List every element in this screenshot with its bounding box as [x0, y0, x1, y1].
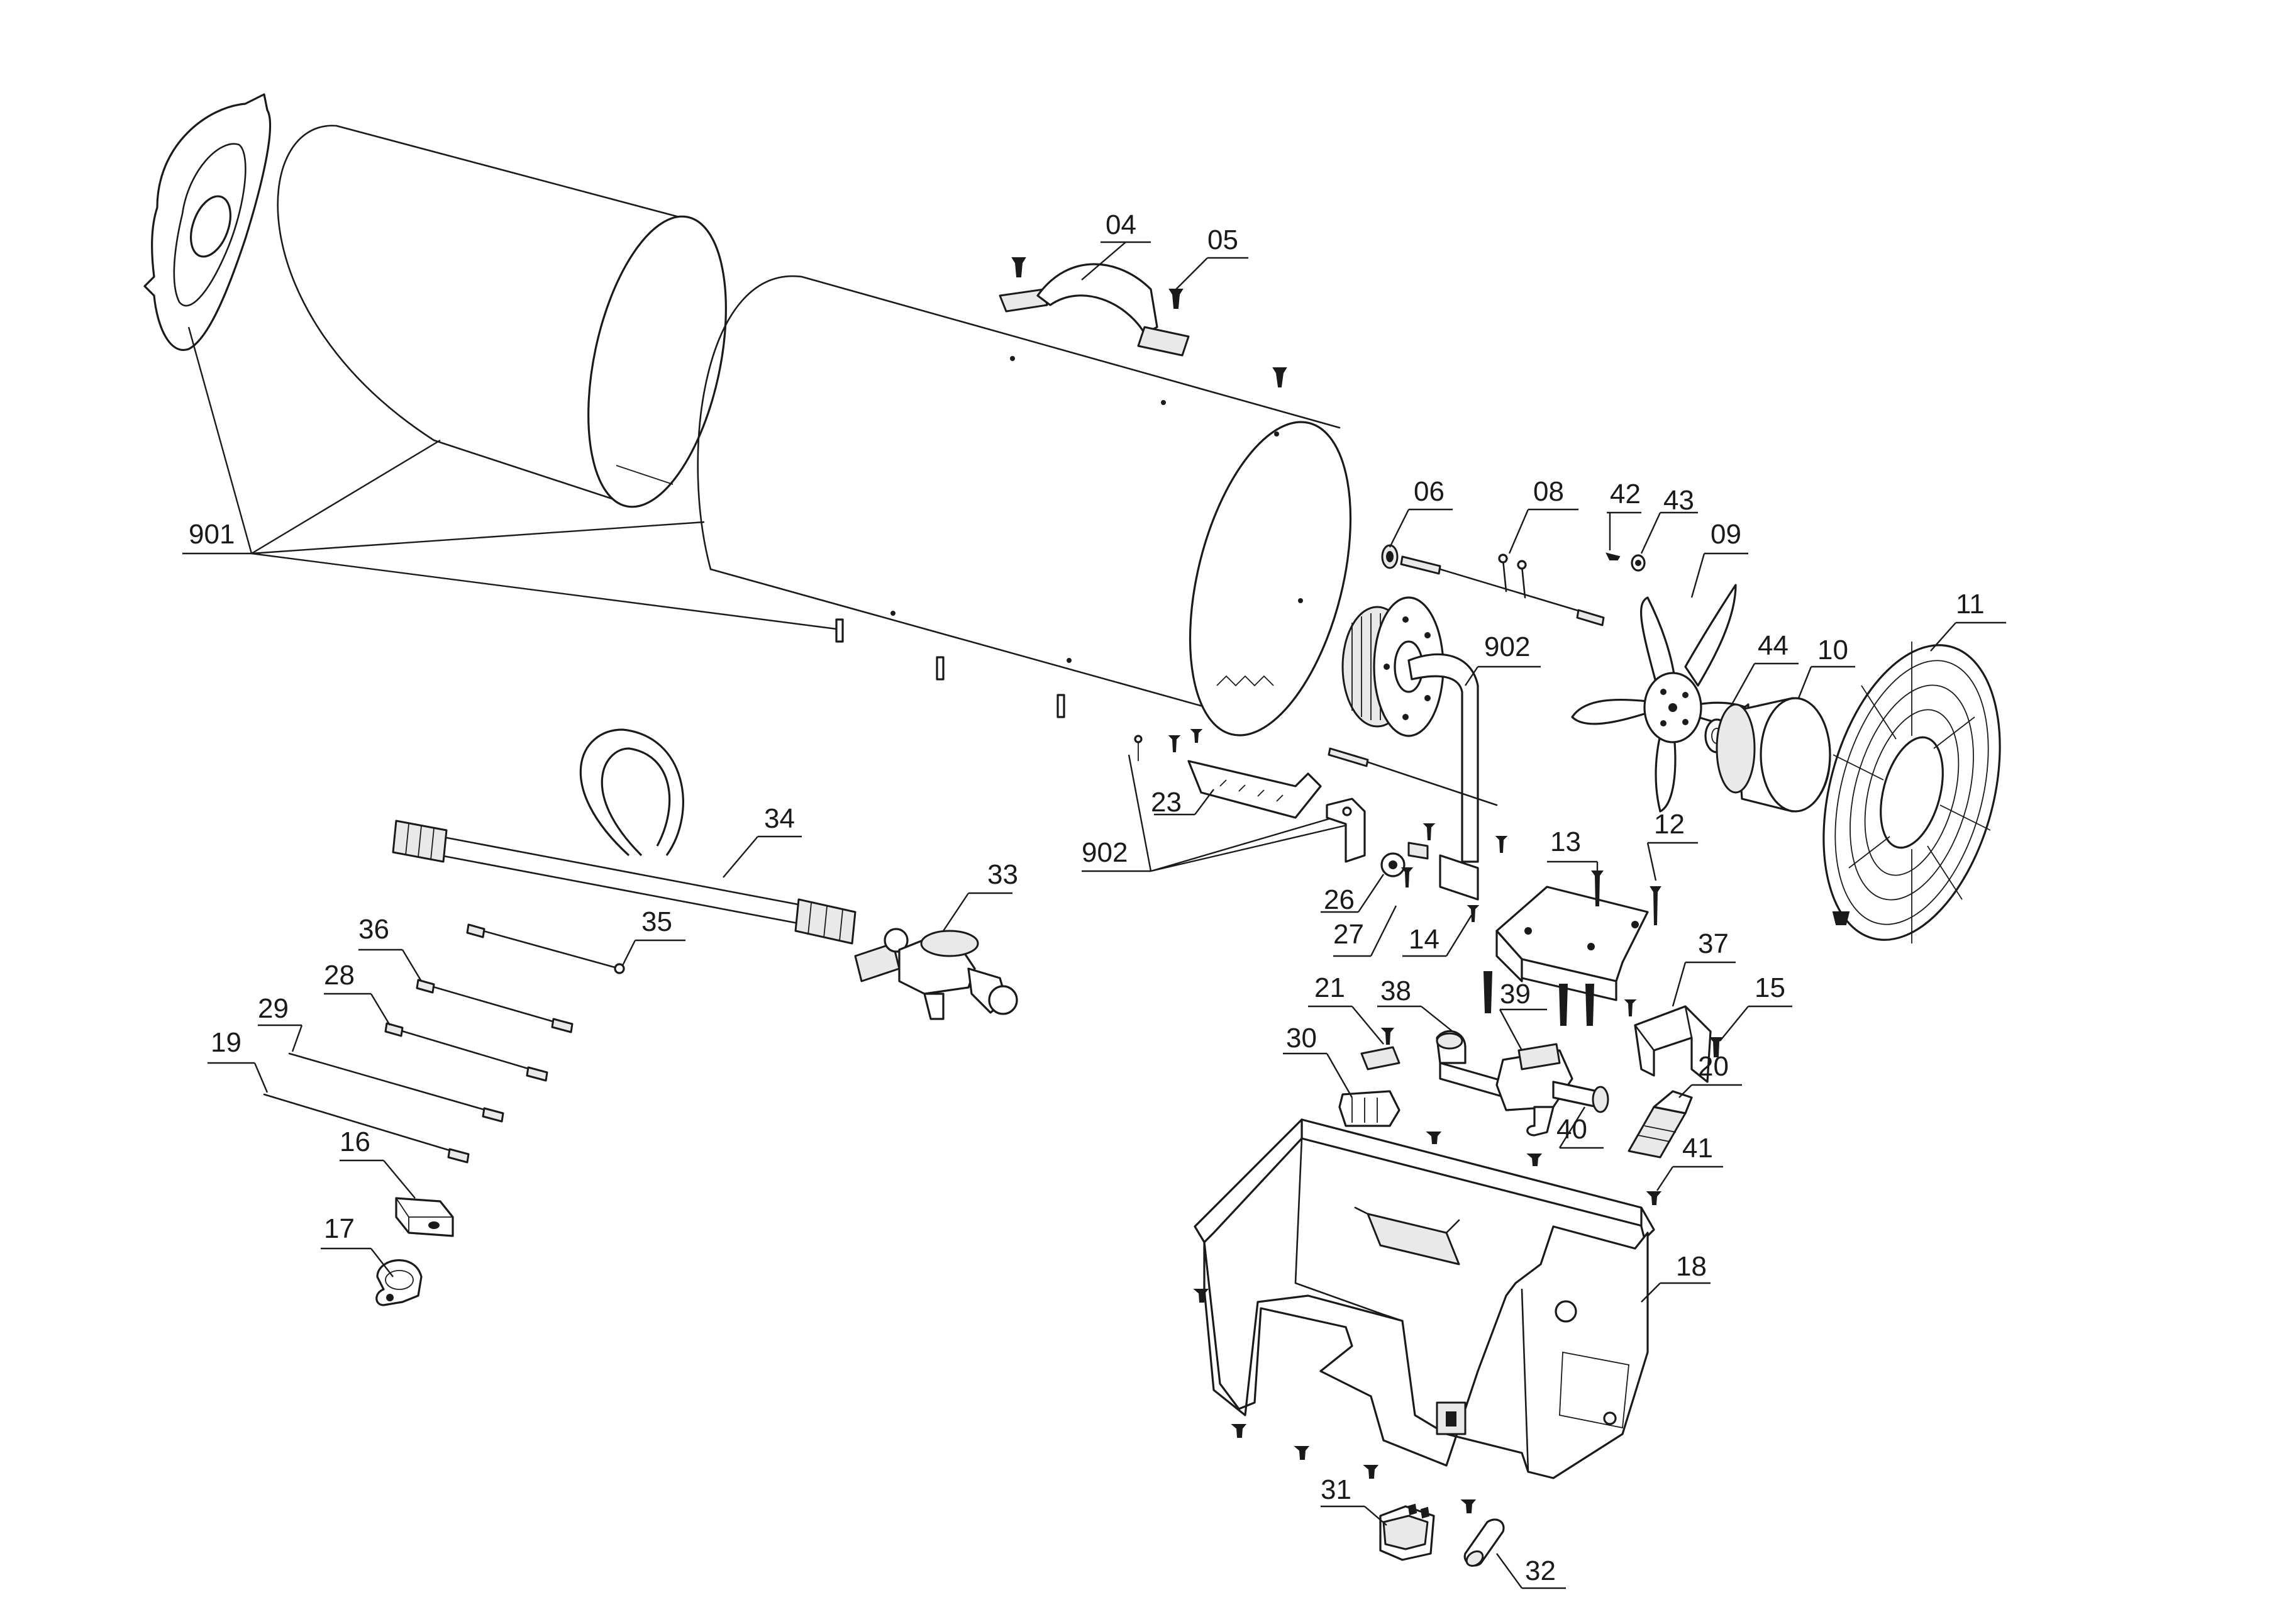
callout-15: 15 [1755, 972, 1785, 1003]
callout-34: 34 [764, 803, 795, 834]
part-wire-37 [384, 1022, 548, 1082]
callout-35: 35 [641, 906, 672, 937]
part-burner-head [1328, 596, 1508, 922]
part-screw-washer [1606, 552, 1646, 572]
part-gas-regulator [854, 928, 1018, 1020]
callout-28: 14 [1409, 924, 1439, 955]
callout-18: 18 [1676, 1251, 1707, 1282]
callout-12: 12 [1654, 809, 1685, 840]
callout-21: 38 [1380, 976, 1411, 1006]
part-bushing [1381, 544, 1399, 569]
part-burner-bracket [1134, 729, 1322, 819]
callout-16: 20 [1698, 1051, 1729, 1082]
part-gas-hose [392, 728, 857, 945]
callout-901: 901 [189, 519, 235, 550]
callout-36: 36 [358, 914, 389, 945]
callout-08: 08 [1533, 476, 1564, 507]
callout-37: 28 [324, 960, 355, 991]
callout-32: 32 [1525, 1555, 1556, 1586]
callout-05: 05 [1207, 225, 1238, 255]
part-base-screws [1193, 1132, 1543, 1513]
part-valve-fitting [1380, 852, 1414, 887]
callout-14: 37 [1698, 928, 1729, 959]
callout-44: 44 [1758, 630, 1789, 661]
callout-901-leaders [182, 326, 837, 630]
part-rocker-switch [1379, 1503, 1435, 1561]
callout-41: 17 [324, 1213, 355, 1244]
part-fan-blade [1571, 584, 1768, 813]
callout-29: 21 [1314, 972, 1345, 1003]
part-base-frame [1194, 1118, 1655, 1479]
callout-17: 41 [1682, 1133, 1713, 1164]
part-clip-29 [1360, 1028, 1400, 1071]
part-cable-clamp [375, 1259, 423, 1306]
callout-10: 10 [1817, 635, 1848, 665]
part-wire-35 [466, 923, 625, 974]
callout-902-bottom: 902 [1082, 837, 1128, 868]
part-rear-grille-plate [143, 93, 272, 351]
callout-04: 04 [1106, 209, 1136, 240]
callout-42: 42 [1610, 479, 1641, 509]
part-motor [1716, 697, 1831, 813]
callout-26: 26 [1324, 884, 1355, 915]
part-screws-cylinder [835, 367, 1287, 718]
callout-23: 23 [1151, 787, 1182, 818]
part-mount-bracket [1326, 798, 1366, 863]
callout-19: 39 [1500, 979, 1531, 1009]
part-piezo-igniter [1463, 1518, 1505, 1567]
callout-09: 09 [1711, 519, 1741, 550]
part-fitting-16 [1628, 1090, 1693, 1159]
part-housing-cylinder [697, 275, 1352, 737]
callout-13: 13 [1550, 826, 1581, 857]
callout-902-top: 902 [1484, 631, 1530, 662]
callout-38: 29 [258, 993, 289, 1024]
part-screw-17 [1646, 1191, 1662, 1205]
part-cover [1624, 999, 1712, 1083]
part-connector-block [395, 1197, 454, 1237]
callout-20: 40 [1556, 1114, 1587, 1145]
part-wire-39 [263, 1093, 470, 1164]
callout-27: 27 [1333, 919, 1364, 950]
callout-39: 19 [211, 1027, 241, 1058]
callout-11: 11 [1956, 589, 1985, 620]
callout-40: 16 [340, 1126, 370, 1157]
part-fan-guard [1822, 642, 2001, 943]
callout-33: 33 [987, 859, 1018, 890]
part-handle [999, 257, 1190, 357]
callout-30: 30 [1286, 1023, 1317, 1054]
callout-43: 43 [1663, 485, 1694, 516]
part-wire-36 [416, 979, 574, 1033]
callout-06: 06 [1414, 476, 1445, 507]
part-wire-38 [288, 1052, 504, 1123]
part-inner-cylinder [277, 125, 727, 508]
part-clip-30 [1338, 1090, 1400, 1127]
part-gas-valve [1436, 971, 1609, 1137]
callout-31: 31 [1321, 1474, 1351, 1505]
part-ignition-cable [1400, 553, 1605, 626]
